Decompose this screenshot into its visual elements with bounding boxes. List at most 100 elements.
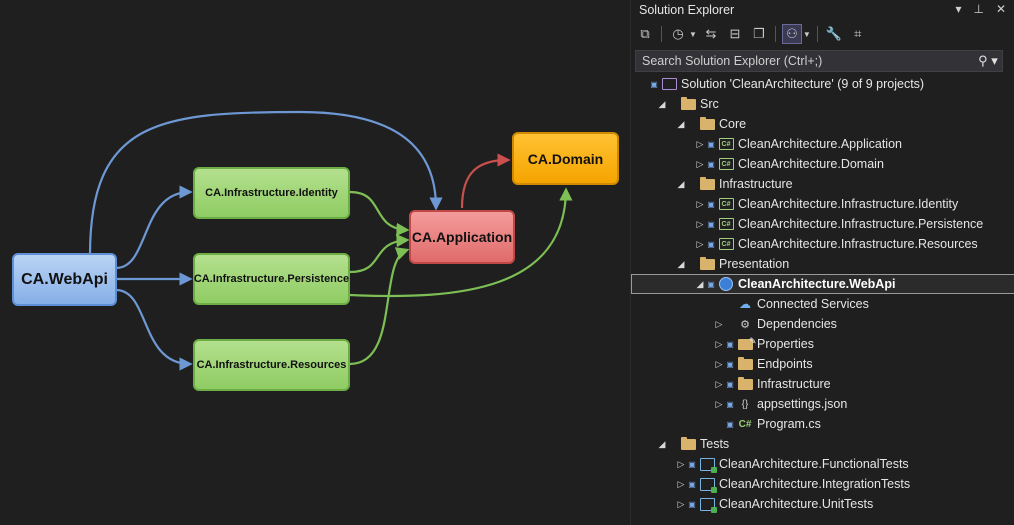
properties-wrench-icon[interactable]: 🔧 xyxy=(825,26,842,41)
chevron-down-icon[interactable]: ▾ xyxy=(955,2,962,16)
tree-item[interactable]: ▷▣{}appsettings.json xyxy=(631,394,1014,414)
tree-item-icon xyxy=(660,77,678,91)
tree-item[interactable]: ◢Core xyxy=(631,114,1014,134)
test-project-icon xyxy=(699,457,717,473)
tree-item[interactable]: ▷▣CleanArchitecture.UnitTests xyxy=(631,494,1014,514)
lock-icon: ▣ xyxy=(726,419,734,429)
tree-item-icon xyxy=(679,436,697,451)
show-all-files-icon[interactable]: ❐ xyxy=(753,26,765,41)
tree-item-label: CleanArchitecture.Infrastructure.Identit… xyxy=(738,197,959,211)
tree-item[interactable]: ◢Tests xyxy=(631,434,1014,454)
pin-icon[interactable]: ⊥ xyxy=(973,2,984,16)
expanded-arrow-icon[interactable]: ◢ xyxy=(677,258,685,269)
tree-item[interactable]: ▷▣C#CleanArchitecture.Infrastructure.Ide… xyxy=(631,194,1014,214)
lock-icon: ▣ xyxy=(650,79,658,89)
collapsed-arrow-icon[interactable]: ▷ xyxy=(715,358,723,369)
tree-item-icon xyxy=(698,176,716,191)
search-box[interactable]: ⚲ ▾ xyxy=(635,50,1003,72)
lock-icon: ▣ xyxy=(688,479,696,489)
tree-item[interactable]: ▷▣C#CleanArchitecture.Infrastructure.Per… xyxy=(631,214,1014,234)
search-icon[interactable]: ⚲ ▾ xyxy=(978,53,998,68)
collapsed-arrow-icon[interactable]: ▷ xyxy=(696,218,704,229)
tree-item[interactable]: ▷▣C#CleanArchitecture.Domain xyxy=(631,154,1014,174)
tree-item[interactable]: ▷▣Endpoints xyxy=(631,354,1014,374)
collapsed-arrow-icon[interactable]: ▷ xyxy=(696,198,704,209)
panel-title: Solution Explorer xyxy=(639,3,735,17)
tree-item-label: Program.cs xyxy=(757,417,821,431)
csharp-project-icon: C# xyxy=(718,238,734,250)
collapsed-arrow-icon[interactable]: ▷ xyxy=(677,498,685,509)
node-infrastructure-resources: CA.Infrastructure.Resources xyxy=(193,339,350,391)
test-project-icon xyxy=(699,497,717,513)
collapsed-arrow-icon[interactable]: ▷ xyxy=(715,398,723,409)
tree-item-icon: {} xyxy=(736,397,754,411)
tree-item[interactable]: ▷▣Infrastructure xyxy=(631,374,1014,394)
tree-item-icon xyxy=(698,256,716,271)
tree-item-label: Solution 'CleanArchitecture' (9 of 9 pro… xyxy=(681,77,925,91)
tree-item-label: Src xyxy=(700,97,719,111)
tree-item[interactable]: ◢▣ CleanArchitecture.WebApi xyxy=(631,274,1014,294)
collapsed-arrow-icon[interactable]: ▷ xyxy=(715,338,723,349)
lock-icon: ▣ xyxy=(688,459,696,469)
folder-icon xyxy=(699,176,715,190)
tree-item[interactable]: ▷▣ CleanArchitecture.FunctionalTests xyxy=(631,454,1014,474)
properties-folder-icon xyxy=(737,336,756,350)
tree-item-icon: C# xyxy=(717,217,735,231)
tree-item[interactable]: ▷▣C#CleanArchitecture.Application xyxy=(631,134,1014,154)
tree-item[interactable]: ▷⚙Dependencies xyxy=(631,314,1014,334)
tree-item-icon xyxy=(736,356,754,371)
web-project-icon xyxy=(719,277,733,291)
tree-item-label: CleanArchitecture.FunctionalTests xyxy=(719,457,909,471)
node-infrastructure-identity: CA.Infrastructure.Identity xyxy=(193,167,350,219)
tree-item[interactable]: ▷▣ CleanArchitecture.IntegrationTests xyxy=(631,474,1014,494)
tree-item[interactable]: ▣ Solution 'CleanArchitecture' (9 of 9 pr… xyxy=(631,74,1014,94)
dependencies-icon: ⚙ xyxy=(740,318,750,331)
close-icon[interactable]: ✕ xyxy=(995,2,1006,16)
chevron-down-icon[interactable]: ▼ xyxy=(689,29,697,39)
tree-item[interactable]: ◢ Infrastructure xyxy=(631,174,1014,194)
tree-item-icon: ☁ xyxy=(736,297,754,311)
tree-item[interactable]: ◢ Src xyxy=(631,94,1014,114)
collapsed-arrow-icon[interactable]: ▷ xyxy=(696,138,704,149)
expanded-arrow-icon[interactable]: ◢ xyxy=(677,118,685,129)
explorer-toolbar: ⧉ ◷ ▼ ⇆ ⊟ ❐ ⚇ ▼ 🔧 ⌗ xyxy=(635,22,868,46)
folder-icon xyxy=(737,376,753,390)
collapsed-arrow-icon[interactable]: ▷ xyxy=(696,158,704,169)
node-application: CA.Application xyxy=(409,210,515,264)
preview-selected-items-icon[interactable]: ⚇ xyxy=(781,24,802,44)
tree-item[interactable]: ▷▣Properties xyxy=(631,334,1014,354)
csharp-project-icon: C# xyxy=(718,158,734,170)
collapsed-arrow-icon[interactable]: ▷ xyxy=(696,238,704,249)
switch-views-icon[interactable]: ⧉ xyxy=(640,26,650,41)
folder-icon xyxy=(737,356,753,370)
tree-item[interactable]: ▣C#Program.cs xyxy=(631,414,1014,434)
lock-icon: ▣ xyxy=(707,279,715,289)
expanded-arrow-icon[interactable]: ◢ xyxy=(658,438,666,449)
expanded-arrow-icon[interactable]: ◢ xyxy=(677,178,685,189)
tree-item[interactable]: ▷▣C#CleanArchitecture.Infrastructure.Res… xyxy=(631,234,1014,254)
tree-item-label: Infrastructure xyxy=(719,177,793,191)
sync-with-document-icon[interactable]: ⇆ xyxy=(705,26,717,41)
tree-item-label: CleanArchitecture.WebApi xyxy=(738,277,896,291)
expanded-arrow-icon[interactable]: ◢ xyxy=(696,278,704,289)
tree-item-icon xyxy=(679,96,697,111)
extra-options-icon[interactable]: ⌗ xyxy=(854,26,862,41)
tree-item-icon: C# xyxy=(717,197,735,211)
tree-item[interactable]: ☁Connected Services xyxy=(631,294,1014,314)
collapsed-arrow-icon[interactable]: ▷ xyxy=(677,458,685,469)
search-input[interactable] xyxy=(642,54,974,68)
tree-item-label: Endpoints xyxy=(757,357,813,371)
collapsed-arrow-icon[interactable]: ▷ xyxy=(715,318,723,329)
collapsed-arrow-icon[interactable]: ▷ xyxy=(715,378,723,389)
tree-item[interactable]: ◢Presentation xyxy=(631,254,1014,274)
toolbar-separator xyxy=(816,26,818,42)
collapsed-arrow-icon[interactable]: ▷ xyxy=(677,478,685,489)
collapse-all-icon[interactable]: ⊟ xyxy=(729,26,741,41)
edge-persistence-domain xyxy=(349,187,573,298)
expanded-arrow-icon[interactable]: ◢ xyxy=(658,98,666,109)
chevron-down-icon[interactable]: ▼ xyxy=(802,29,811,39)
solution-icon xyxy=(661,78,677,90)
pending-changes-filter-icon[interactable]: ◷ xyxy=(672,26,684,41)
tree-item-label: Connected Services xyxy=(757,297,869,311)
tree-item-label: CleanArchitecture.IntegrationTests xyxy=(719,477,911,491)
